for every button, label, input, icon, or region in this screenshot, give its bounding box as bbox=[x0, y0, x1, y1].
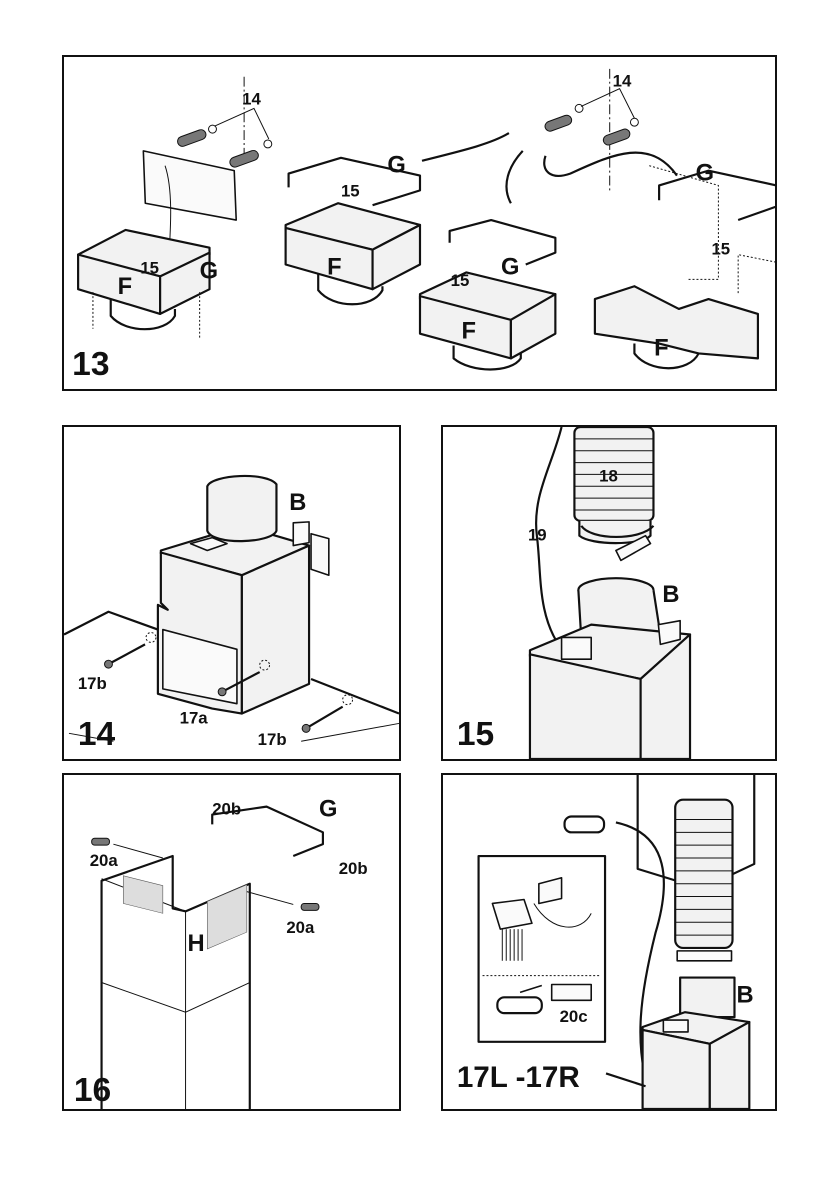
socket-icon bbox=[538, 876, 563, 905]
figure-14-panel: B 17a 17b 17b 14 bbox=[62, 425, 401, 761]
figure-15-panel: 18 19 B 15 bbox=[441, 425, 777, 761]
connector-icon bbox=[496, 996, 543, 1015]
arrow-icon bbox=[421, 132, 510, 162]
connector-icon bbox=[563, 815, 606, 834]
flexible-hose bbox=[674, 798, 734, 962]
bracket-g bbox=[211, 805, 324, 858]
adapter-box-f bbox=[418, 271, 557, 371]
label-20a: 20a bbox=[286, 918, 315, 937]
figure-15-drawing: 18 19 B 15 bbox=[457, 427, 692, 759]
bracket-g bbox=[287, 156, 422, 207]
label-f: F bbox=[654, 335, 668, 361]
label-g: G bbox=[387, 153, 405, 179]
leader-line bbox=[605, 1072, 646, 1088]
label-19: 19 bbox=[528, 526, 547, 545]
label-14: 14 bbox=[613, 72, 632, 91]
label-20c: 20c bbox=[560, 1007, 588, 1026]
label-b: B bbox=[736, 982, 753, 1008]
bracket-g bbox=[448, 218, 557, 266]
bracket-g-plate bbox=[142, 150, 237, 221]
label-18: 18 bbox=[599, 466, 618, 485]
label-g: G bbox=[319, 797, 337, 823]
label-g: G bbox=[200, 258, 218, 284]
figure-number: 15 bbox=[457, 716, 494, 753]
hose-clamp bbox=[615, 534, 652, 562]
plug-icon bbox=[491, 898, 533, 930]
label-f: F bbox=[327, 254, 341, 280]
chimney-cover-h bbox=[100, 854, 251, 1109]
figure-number: 13 bbox=[72, 346, 109, 383]
flexible-hose-18 bbox=[573, 427, 655, 562]
label-15: 15 bbox=[711, 240, 730, 259]
figure-13-panel: 14 14 15 15 15 15 G G G G F F F F 13 bbox=[62, 55, 777, 391]
figure-number: 14 bbox=[78, 716, 116, 753]
wall-plug-icon bbox=[177, 107, 273, 168]
arrow-icon bbox=[519, 984, 543, 994]
screw-icon bbox=[91, 837, 163, 859]
label-f: F bbox=[461, 319, 475, 345]
label-14: 14 bbox=[242, 89, 261, 108]
adapter-box-f bbox=[77, 228, 211, 331]
motor-unit-b bbox=[156, 474, 330, 715]
bracket-slot bbox=[550, 983, 593, 1002]
inset-detail bbox=[477, 854, 607, 1043]
label-f: F bbox=[118, 274, 132, 300]
label-15: 15 bbox=[451, 271, 470, 290]
screw-icon bbox=[301, 694, 354, 733]
arrow-icon bbox=[543, 151, 678, 177]
label-h: H bbox=[188, 931, 205, 957]
label-17b: 17b bbox=[78, 674, 107, 693]
wall-plug-icon bbox=[544, 87, 639, 146]
screw-icon bbox=[246, 891, 320, 911]
figure-16-drawing: 20b 20b 20a 20a G H 16 bbox=[74, 797, 368, 1109]
motor-unit-b bbox=[528, 577, 692, 759]
adapter-box-f bbox=[593, 285, 760, 370]
label-20b: 20b bbox=[339, 859, 368, 878]
label-g: G bbox=[696, 161, 714, 187]
arrow-icon bbox=[505, 150, 524, 204]
label-20b: 20b bbox=[212, 800, 241, 819]
label-b: B bbox=[289, 490, 306, 516]
figure-17-drawing: 20c B 17L -17R bbox=[457, 775, 756, 1109]
cabinet-edge bbox=[64, 610, 159, 636]
figure-14-drawing: B 17a 17b 17b 14 bbox=[64, 474, 399, 753]
screw-icon bbox=[217, 659, 271, 697]
label-20a: 20a bbox=[90, 851, 119, 870]
bracket-g bbox=[658, 169, 775, 222]
adapter-box-f bbox=[284, 202, 422, 306]
label-15: 15 bbox=[140, 258, 159, 277]
label-17a: 17a bbox=[180, 708, 209, 727]
vent-slots bbox=[122, 875, 248, 950]
label-g: G bbox=[501, 254, 519, 280]
hose-clamp bbox=[676, 950, 733, 962]
cabinet-edge bbox=[310, 677, 399, 715]
figure-16-panel: 20b 20b 20a 20a G H 16 bbox=[62, 773, 401, 1111]
figure-number: 17L -17R bbox=[457, 1061, 580, 1094]
figure-number: 16 bbox=[74, 1072, 111, 1109]
power-cable-19 bbox=[535, 427, 563, 650]
label-b: B bbox=[662, 582, 679, 608]
motor-unit-b bbox=[641, 976, 751, 1109]
label-15: 15 bbox=[341, 181, 360, 200]
figure-17-panel: 20c B 17L -17R bbox=[441, 773, 777, 1111]
figure-13-drawing: 14 14 15 15 15 15 G G G G F F F F 13 bbox=[72, 68, 775, 383]
screw-icon bbox=[104, 632, 157, 669]
label-17b: 17b bbox=[258, 730, 287, 749]
